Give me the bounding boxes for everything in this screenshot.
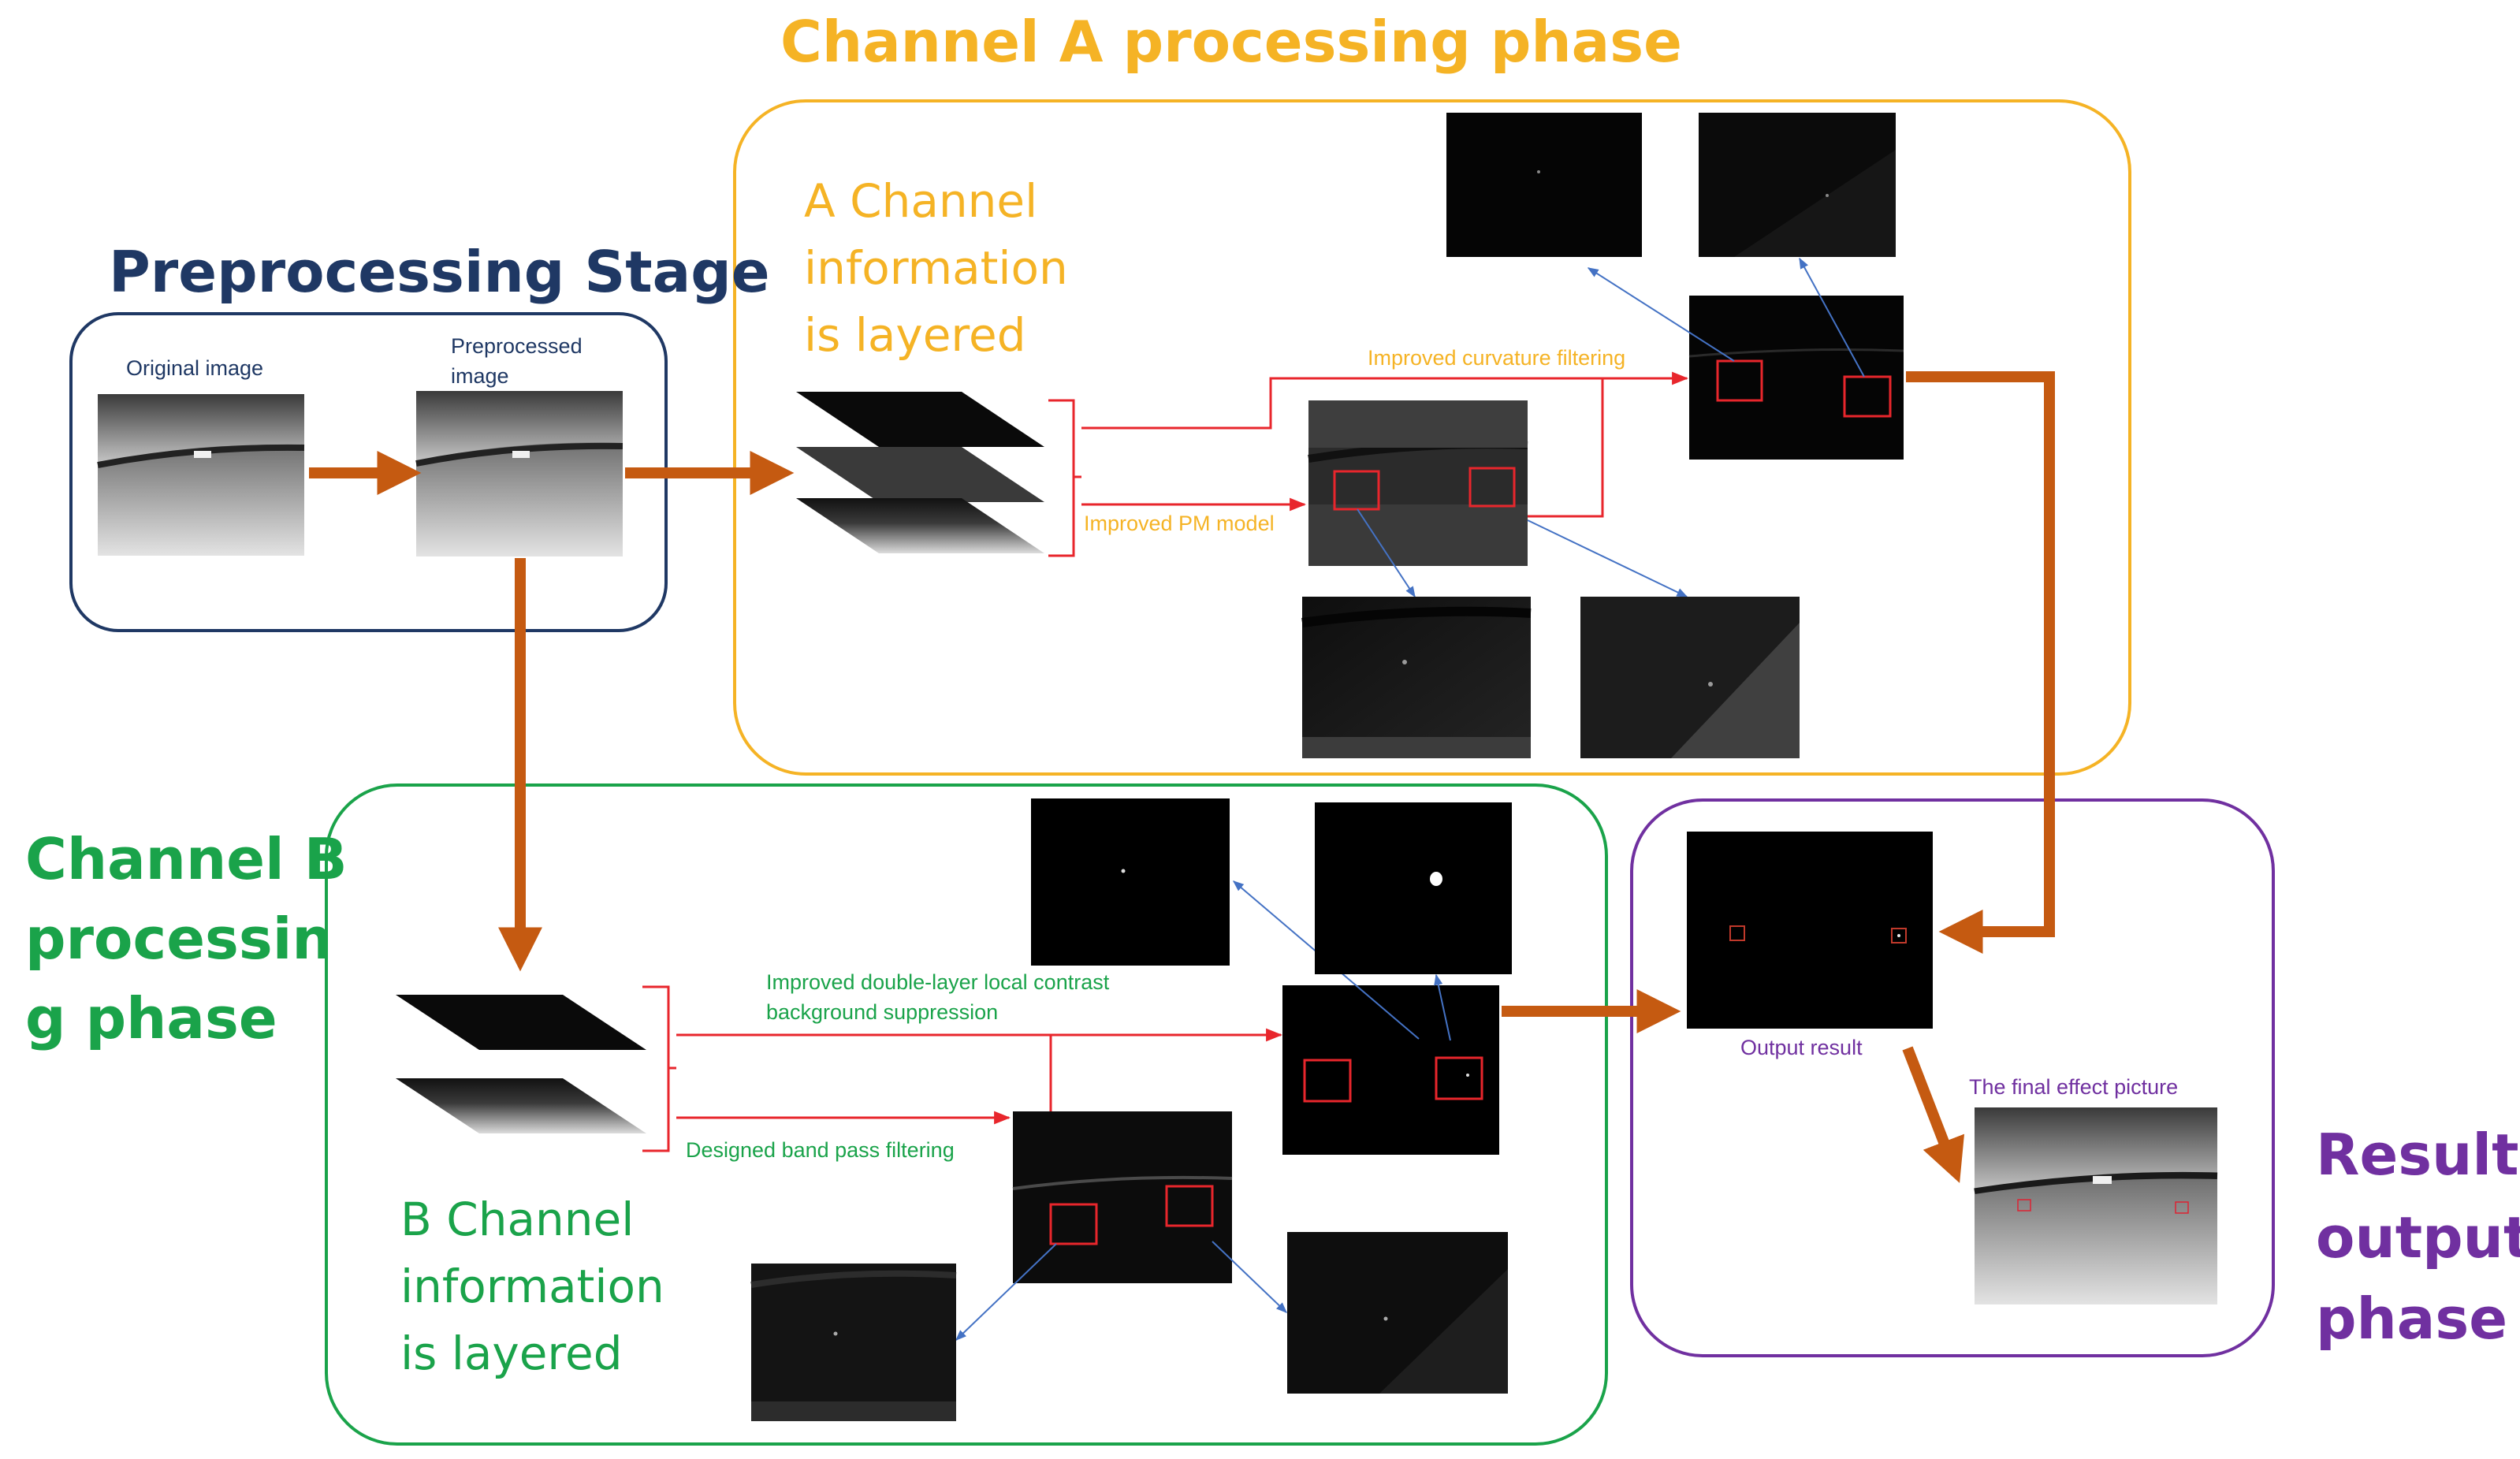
b-layered-label-line-2: information — [400, 1260, 664, 1313]
channel-a-layer-stack — [796, 392, 1044, 553]
curv-crop-left — [1446, 113, 1642, 257]
preprocessed-label-line-1: Preprocessed — [451, 334, 583, 358]
channel-b-brace — [642, 985, 676, 1152]
flow-output-to-final — [1902, 1046, 1964, 1183]
final-effect-label: The final effect picture — [1969, 1075, 2178, 1099]
curv-link-left — [1587, 267, 1735, 362]
contrast-crop-right — [1315, 802, 1512, 974]
bandpass-image — [1012, 1111, 1233, 1283]
preprocessing-title: Preprocessing Stage — [109, 239, 770, 305]
pm-model-label: Improved PM model — [1084, 512, 1275, 535]
channel-b-layer-stack — [396, 995, 646, 1133]
contrast-label-line-1: Improved double-layer local contrast — [766, 970, 1110, 994]
bandpass-label: Designed band pass filtering — [686, 1138, 955, 1162]
curv-link-right — [1799, 257, 1865, 378]
a-link-top — [1081, 371, 1689, 430]
pm-model-image — [1308, 400, 1528, 566]
curvature-image — [1688, 296, 1904, 460]
result-stage-box — [1630, 798, 2275, 1357]
result-title-line-2: output — [2316, 1204, 2520, 1271]
result-title-line-1: Result — [2316, 1122, 2518, 1188]
a-layered-label-line-1: A Channel — [804, 174, 1037, 228]
output-result-label: Output result — [1740, 1036, 1863, 1059]
preprocessed-image — [415, 391, 623, 556]
flow-channel-a-to-result — [1906, 371, 2055, 954]
contrast-link-right — [1434, 973, 1451, 1041]
original-image-label: Original image — [126, 356, 263, 380]
original-image — [97, 394, 305, 556]
channel-b-title-line-1: Channel B — [25, 826, 348, 892]
output-result-image — [1687, 832, 1933, 1029]
channel-b-stage-box — [325, 783, 1608, 1446]
preprocessed-label-line-2: image — [451, 364, 509, 388]
a-layered-label-line-2: information — [804, 241, 1068, 295]
bandpass-link-left — [955, 1243, 1057, 1341]
contrast-crop-left — [1031, 798, 1230, 966]
bandpass-link-right — [1212, 1241, 1288, 1313]
pm-crop-left — [1301, 597, 1532, 758]
channel-a-brace — [1048, 399, 1081, 557]
channel-a-title: Channel A processing phase — [780, 9, 1682, 75]
result-title-line-3: phase — [2316, 1286, 2507, 1352]
curv-crop-right — [1699, 113, 1896, 257]
bandpass-crop-right — [1287, 1232, 1508, 1394]
channel-a-stage-box — [733, 99, 2131, 776]
pm-crop-right — [1580, 597, 1800, 758]
a-layered-label-line-3: is layered — [804, 308, 1026, 362]
pm-link-right — [1527, 519, 1688, 597]
curvature-label: Improved curvature filtering — [1368, 346, 1625, 370]
a-link-pm-to-curv — [1527, 378, 1604, 518]
contrast-image — [1282, 985, 1499, 1155]
b-layered-label-line-3: is layered — [400, 1327, 623, 1380]
pm-link-left — [1357, 508, 1416, 598]
channel-b-title-line-3: g phase — [25, 985, 277, 1051]
channel-b-title-line-2: processin — [25, 906, 333, 972]
final-effect-image — [1974, 1107, 2218, 1305]
bandpass-crop-left — [750, 1264, 957, 1421]
b-layered-label-line-1: B Channel — [400, 1193, 634, 1246]
contrast-label-line-2: background suppression — [766, 1000, 998, 1024]
